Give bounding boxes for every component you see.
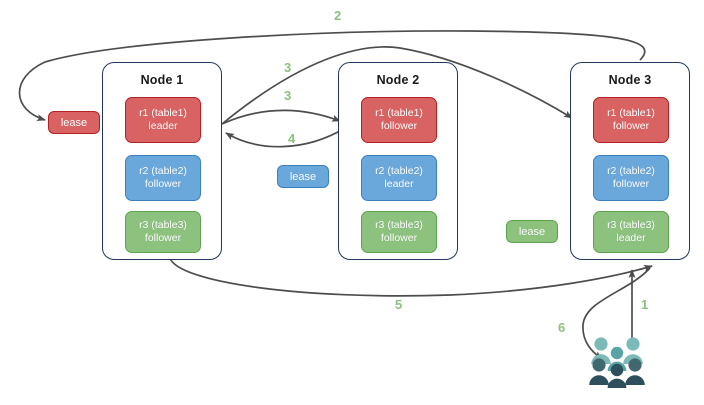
users-icon [589, 337, 645, 388]
replica-name: r1 (table1) [607, 107, 655, 119]
node-box-3[interactable]: Node 3 r1 (table1) follower r2 (table2) … [570, 62, 690, 260]
lease-badge-red[interactable]: lease [48, 111, 100, 134]
replica-node3-r2[interactable]: r2 (table2) follower [593, 155, 669, 201]
replica-name: r1 (table1) [375, 107, 423, 119]
step-label-5: 5 [395, 297, 403, 312]
replica-node3-r3[interactable]: r3 (table3) leader [593, 211, 669, 253]
replica-name: r1 (table1) [139, 107, 187, 119]
replica-node1-r3[interactable]: r3 (table3) follower [125, 211, 201, 253]
replica-name: r3 (table3) [375, 219, 423, 231]
replica-role: follower [144, 232, 182, 244]
lease-badge-green[interactable]: lease [506, 220, 558, 243]
node-title-3: Node 3 [608, 73, 652, 87]
replica-name: r3 (table3) [139, 219, 187, 231]
replica-name: r2 (table2) [139, 165, 187, 177]
step-label-1: 1 [641, 297, 649, 312]
replica-node1-r1[interactable]: r1 (table1) leader [125, 97, 201, 143]
lease-badge-blue[interactable]: lease [277, 165, 329, 188]
replica-node2-r2[interactable]: r2 (table2) leader [361, 155, 437, 201]
edge-step-5 [169, 257, 653, 297]
edge-step-4 [225, 127, 346, 148]
replica-role: follower [380, 232, 418, 244]
replica-node2-r3[interactable]: r3 (table3) follower [361, 211, 437, 253]
replica-role: leader [148, 120, 178, 132]
replica-role: follower [144, 178, 182, 190]
replica-role: leader [384, 178, 414, 190]
replica-role: follower [612, 178, 650, 190]
node-title-1: Node 1 [140, 73, 184, 87]
step-label-3-lower: 3 [284, 88, 292, 103]
replica-name: r2 (table2) [607, 165, 655, 177]
replica-node3-r1[interactable]: r1 (table1) follower [593, 97, 669, 143]
replica-name: r2 (table2) [375, 165, 423, 177]
node-box-2[interactable]: Node 2 r1 (table1) follower r2 (table2) … [338, 62, 458, 260]
replica-role: follower [380, 120, 418, 132]
replica-role: leader [616, 232, 646, 244]
step-label-4: 4 [288, 131, 296, 146]
edge-step-3-lower [221, 109, 341, 125]
replica-node1-r2[interactable]: r2 (table2) follower [125, 155, 201, 201]
node-box-1[interactable]: Node 1 r1 (table1) leader r2 (table2) fo… [102, 62, 222, 260]
step-label-6: 6 [558, 320, 566, 335]
step-label-3-upper: 3 [284, 60, 292, 75]
node-title-2: Node 2 [376, 73, 420, 87]
replica-node2-r1[interactable]: r1 (table1) follower [361, 97, 437, 143]
replica-role: follower [612, 120, 650, 132]
replica-name: r3 (table3) [607, 219, 655, 231]
step-label-2: 2 [334, 8, 342, 23]
